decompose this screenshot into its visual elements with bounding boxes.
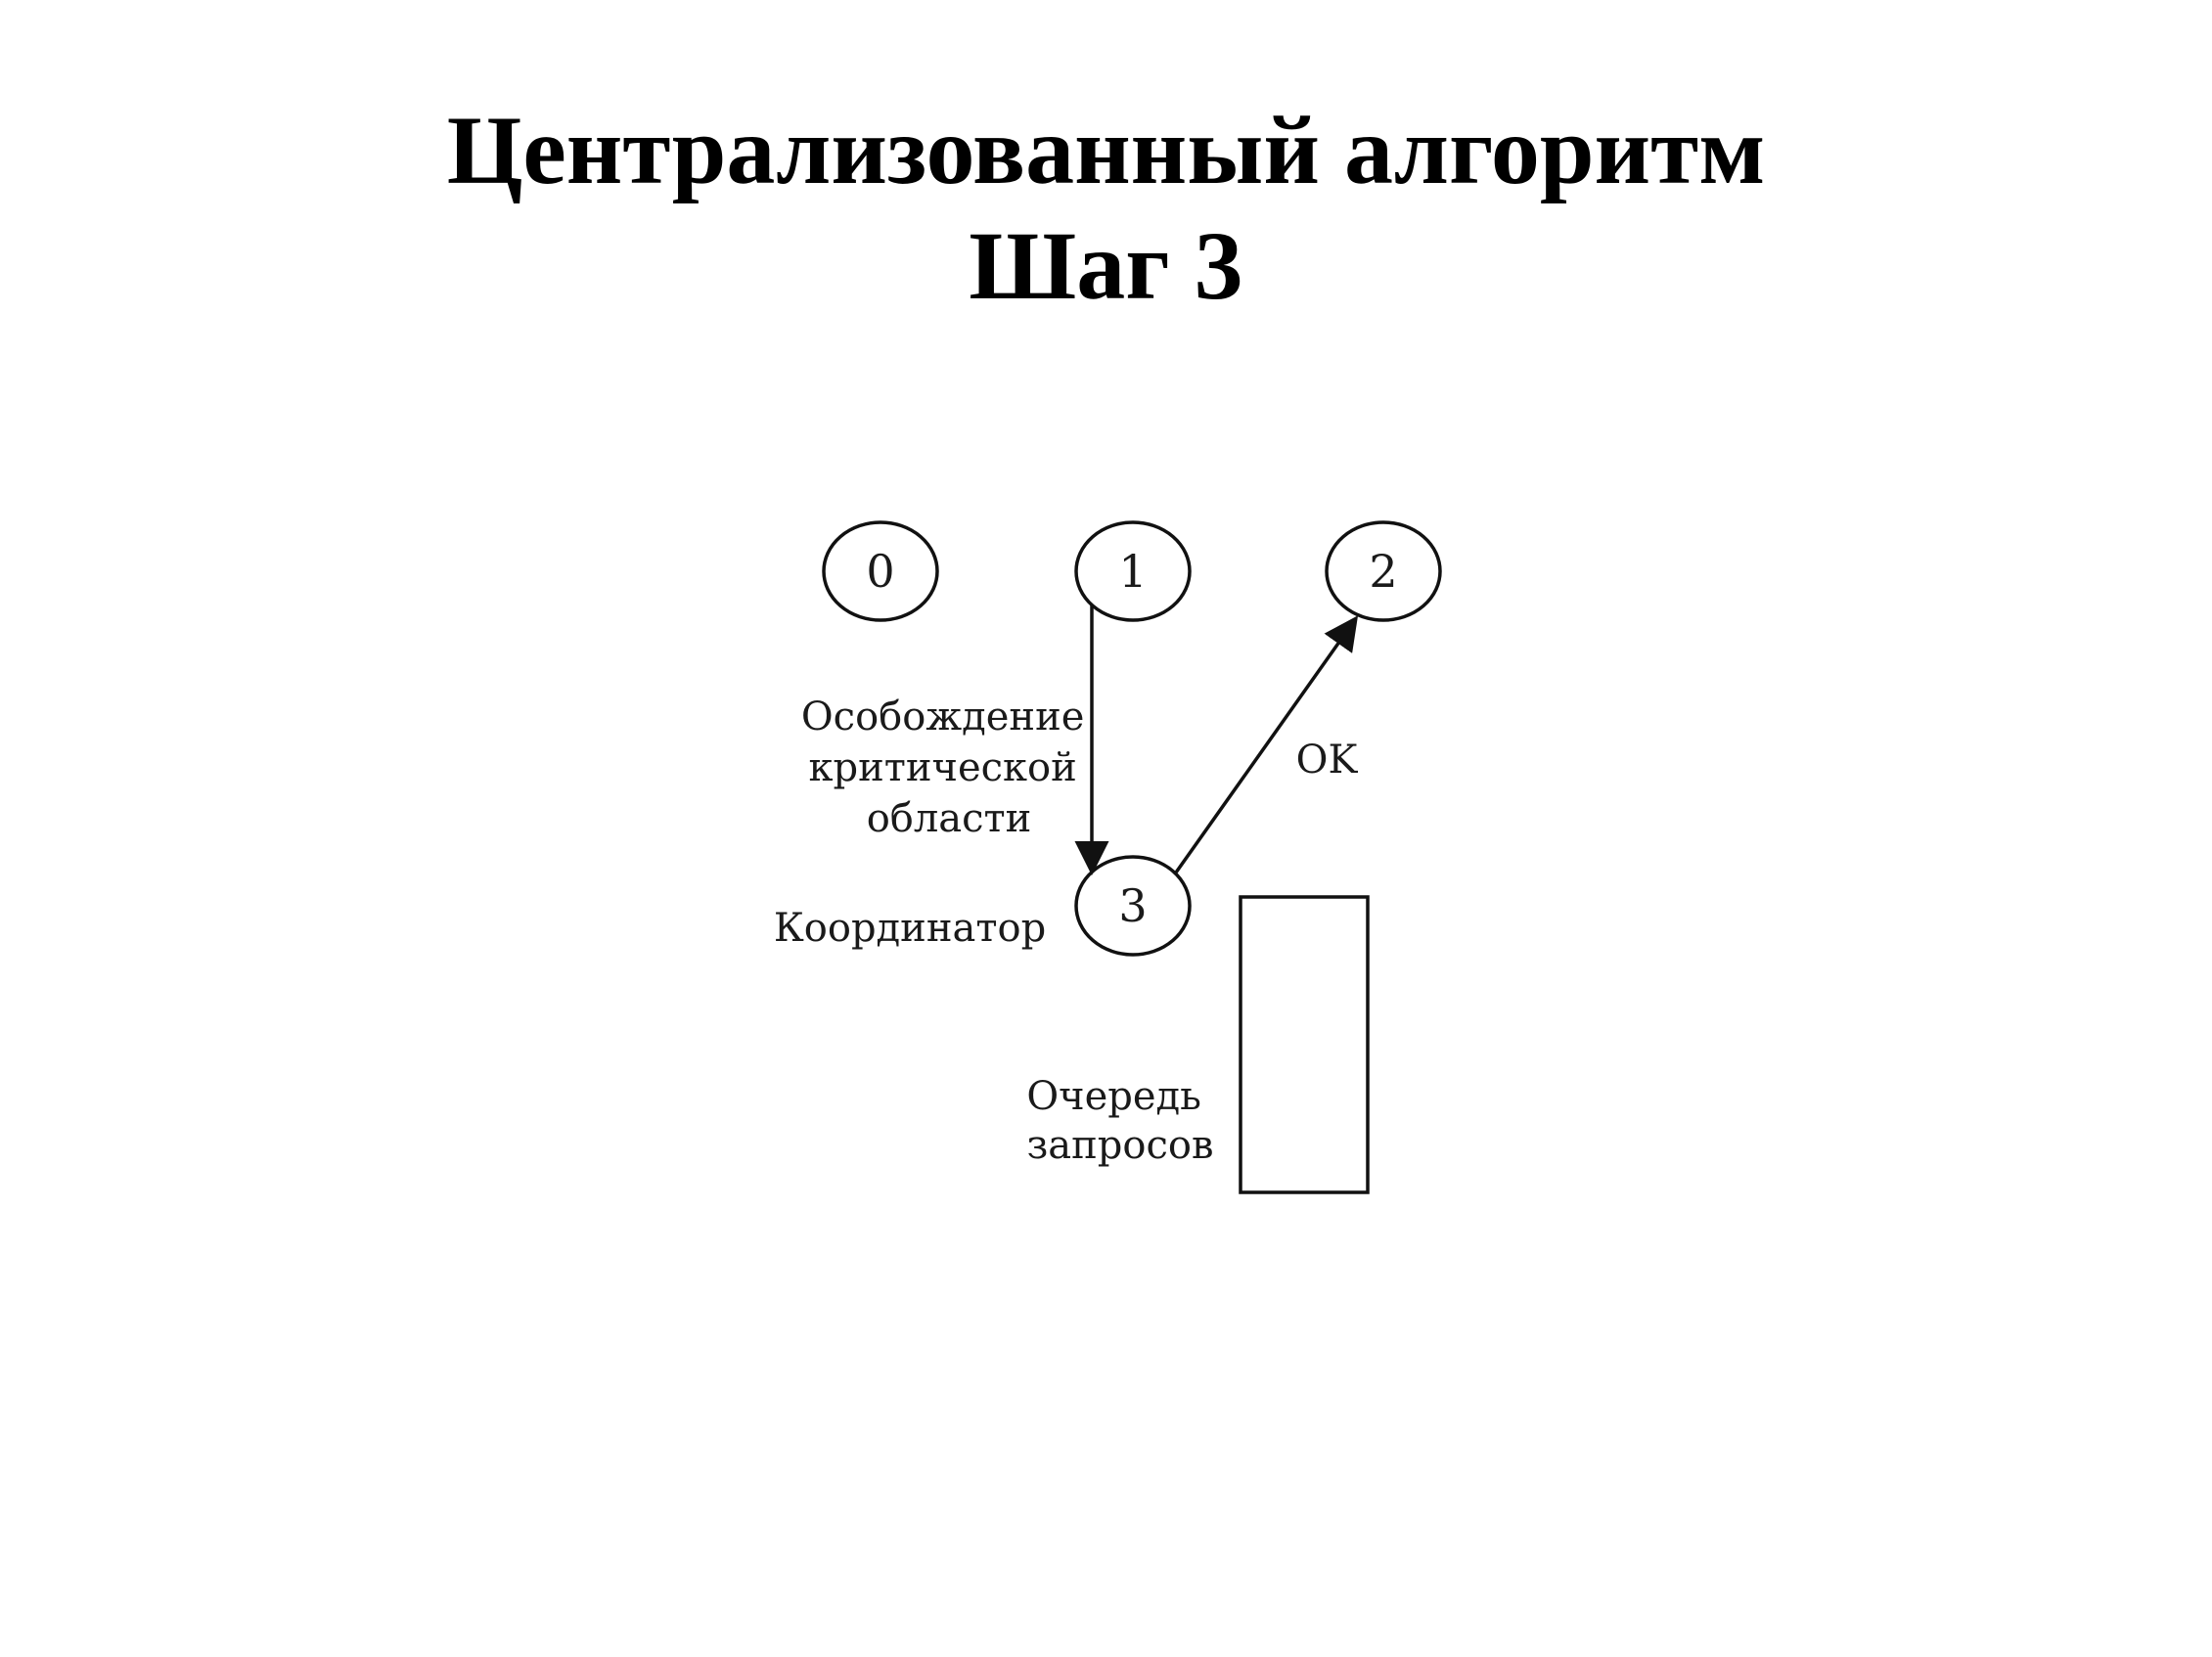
ok-arrow	[1174, 615, 1359, 874]
release-label: Особождение критической области	[801, 694, 1097, 841]
node-3-label: 3	[1118, 879, 1147, 932]
title-line-1: Централизованный алгоритм	[446, 96, 1766, 204]
process-node-1: 1	[1074, 520, 1192, 622]
process-node-2: 2	[1325, 520, 1442, 622]
queue-label: Очередь запросов	[1026, 1074, 1213, 1168]
slide-title: Централизованный алгоритм Шаг 3	[0, 93, 2212, 324]
coordinator-node-3: 3	[1074, 855, 1192, 957]
release-label-line-2: критической	[808, 745, 1076, 790]
ok-label: OK	[1296, 738, 1359, 783]
node-2-label: 2	[1369, 545, 1397, 598]
process-node-0: 0	[822, 520, 939, 622]
node-0-label: 0	[866, 545, 894, 598]
coordinator-label: Координатор	[774, 906, 1046, 951]
title-line-2: Шаг 3	[969, 211, 1243, 320]
request-queue-box	[1239, 895, 1370, 1194]
queue-label-line-2: запросов	[1026, 1123, 1213, 1168]
release-label-line-3: области	[867, 796, 1032, 841]
release-label-line-1: Особождение	[801, 694, 1085, 739]
node-1-label: 1	[1118, 545, 1147, 598]
queue-label-line-1: Очередь	[1026, 1074, 1201, 1119]
